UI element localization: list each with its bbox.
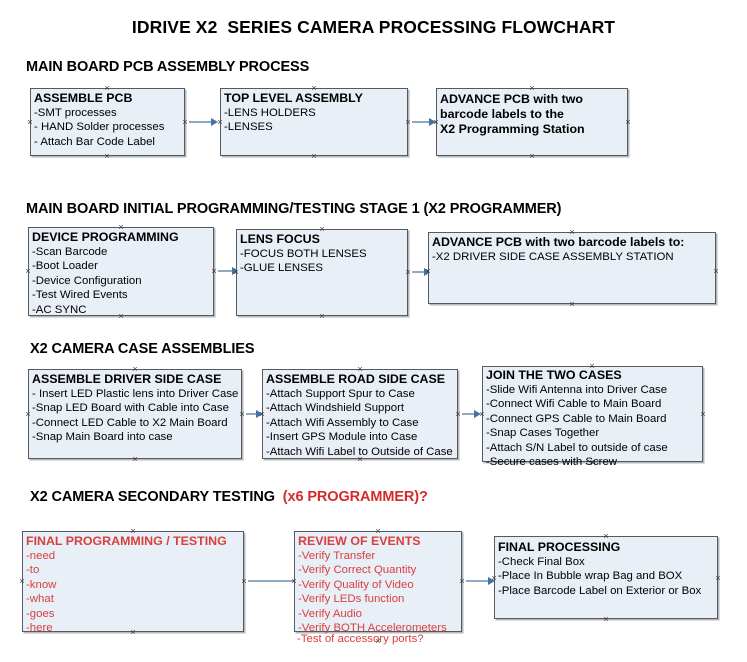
flow-box-final-programming-testing[interactable]: FINAL PROGRAMMING / TESTING -need -to -k… (22, 531, 244, 635)
connector-arrowhead (424, 267, 431, 276)
flow-box-title: FINAL PROCESSING (498, 540, 621, 554)
flow-box-line: -Attach Wifi Label to Outside of Case (266, 445, 453, 458)
flow-box-line: - Attach Bar Code Label (34, 135, 155, 148)
flow-box-line: -Verify Transfer (298, 550, 376, 562)
flow-box-line: -Snap LED Board with Cable into Case (32, 402, 229, 415)
flow-box-line: -know (26, 578, 57, 591)
flow-box-line: -Slide Wifi Antenna into Driver Case (486, 384, 668, 396)
flow-box-lens-focus[interactable]: LENS FOCUS -FOCUS BOTH LENSES -GLUE LENS… (236, 229, 408, 316)
flow-box-line: - Insert LED Plastic lens into Driver Ca… (32, 388, 239, 400)
section-heading-x2-camera-secondary-testing: X2 CAMERA SECONDARY TESTING (x6 PROGRAMM… (30, 489, 428, 505)
section-heading-main-board-initial-programming-testing-stage-1: MAIN BOARD INITIAL PROGRAMMING/TESTING S… (26, 201, 562, 217)
connector-arrow (412, 121, 431, 123)
flow-box-title: REVIEW OF EVENTS (298, 534, 421, 548)
flow-box-line: -Attach Wifi Assembly to Case (266, 416, 419, 429)
flow-box-line: -Place In Bubble wrap Bag and BOX (498, 570, 683, 583)
flow-box-line: -Snap Cases Together (486, 427, 600, 440)
connector-arrowhead (256, 409, 263, 418)
flow-box-line: -Verify Correct Quantity (298, 564, 417, 577)
flow-box-line: -Test Wired Events (32, 289, 128, 302)
flow-box-line: -LENSES (224, 121, 273, 134)
flow-box-title: barcode labels to the (440, 107, 564, 121)
flow-box-line: -Attach Windshield Support (266, 402, 405, 415)
flow-box-review-of-events[interactable]: REVIEW OF EVENTS -Verify Transfer -Verif… (294, 531, 462, 635)
flow-box-top-level-assembly[interactable]: TOP LEVEL ASSEMBLY -LENS HOLDERS -LENSES (220, 88, 408, 156)
connector-arrow (462, 413, 476, 415)
flow-box-line: -Scan Barcode (32, 246, 108, 258)
flow-box-title: ADVANCE PCB with two barcode labels to: (432, 235, 685, 249)
page-title: IDRIVE X2 SERIES CAMERA PROCESSING FLOWC… (131, 17, 616, 37)
flow-box-line: -goes (26, 607, 55, 620)
flow-box-final-processing[interactable]: FINAL PROCESSING -Check Final Box -Place… (494, 536, 718, 619)
flow-box-line: -Check Final Box (498, 556, 585, 568)
flow-box-line: -Snap Main Board into case (32, 431, 173, 444)
flow-box-line: -Verify Audio (298, 607, 362, 620)
connector-arrow (189, 121, 213, 123)
flow-box-line: -Verify LEDs function (298, 593, 405, 606)
flow-box-title: ASSEMBLE ROAD SIDE CASE (266, 372, 445, 386)
flow-box-title: FINAL PROGRAMMING / TESTING (26, 534, 227, 548)
flow-box-line: -what (26, 593, 54, 606)
flow-box-line: -AC SYNC (32, 303, 87, 316)
connector-arrow (412, 271, 426, 273)
section-heading-text: X2 CAMERA SECONDARY TESTING (30, 489, 283, 505)
flow-box-line: -need (26, 550, 56, 562)
flow-box-line: -Place Barcode Label on Exterior or Box (498, 584, 702, 597)
flow-box-line: -Attach S/N Label to outside of case (486, 441, 668, 454)
connector-arrow (246, 413, 258, 415)
flow-box-line: -Connect LED Cable to X2 Main Board (32, 416, 228, 429)
flow-box-advance-pcb-to-driver-side-case-assembly-station[interactable]: ADVANCE PCB with two barcode labels to: … (428, 232, 716, 304)
flow-box-join-the-two-cases[interactable]: JOIN THE TWO CASES -Slide Wifi Antenna i… (482, 366, 703, 468)
flow-box-line: -Insert GPS Module into Case (266, 431, 418, 444)
flow-box-line: -here (26, 622, 53, 635)
flow-box-title: LENS FOCUS (240, 232, 320, 246)
flow-box-assemble-driver-side-case[interactable]: ASSEMBLE DRIVER SIDE CASE - Insert LED P… (28, 369, 242, 459)
flow-box-line: -LENS HOLDERS (224, 107, 316, 119)
flow-box-title: TOP LEVEL ASSEMBLY (224, 91, 363, 105)
flow-box-line: -to (26, 564, 40, 577)
connector-arrow (466, 580, 490, 582)
section-heading-x2-camera-case-assemblies: X2 CAMERA CASE ASSEMBLIES (30, 341, 255, 357)
flow-box-line: -Connect Wifi Cable to Main Board (486, 398, 662, 411)
connector-arrowhead (474, 409, 481, 418)
flow-box-line: -Secure cases with Screw (486, 456, 618, 469)
section-heading-main-board-pcb-assembly-process: MAIN BOARD PCB ASSEMBLY PROCESS (26, 59, 310, 75)
flow-box-title: ASSEMBLE PCB (34, 91, 133, 105)
connector-arrowhead (429, 117, 436, 126)
flow-box-title: JOIN THE TWO CASES (486, 368, 622, 382)
flow-box-line: -GLUE LENSES (240, 262, 323, 275)
flow-box-title: DEVICE PROGRAMMING (32, 230, 179, 244)
flow-box-line: -Connect GPS Cable to Main Board (486, 412, 667, 425)
flow-box-title: ADVANCE PCB with two (440, 92, 583, 106)
flow-box-line: -SMT processes (34, 107, 117, 119)
flow-box-line: -Device Configuration (32, 274, 142, 287)
flow-box-title: ASSEMBLE DRIVER SIDE CASE (32, 372, 222, 386)
flow-box-line: -Boot Loader (32, 260, 98, 273)
flow-box-assemble-road-side-case[interactable]: ASSEMBLE ROAD SIDE CASE -Attach Support … (262, 369, 458, 459)
flow-box-line: -X2 DRIVER SIDE CASE ASSEMBLY STATION (432, 251, 674, 263)
flow-box-title: X2 Programming Station (440, 122, 585, 136)
connector-arrowhead (488, 576, 495, 585)
flow-box-line: -Verify BOTH Accelerometers (298, 622, 447, 635)
flow-box-assemble-pcb[interactable]: ASSEMBLE PCB -SMT processes - HAND Solde… (30, 88, 185, 156)
connector-arrowhead (232, 266, 239, 275)
flow-box-line: -FOCUS BOTH LENSES (240, 248, 367, 260)
connector-arrow (218, 270, 234, 272)
connector-arrow (248, 580, 294, 582)
flow-box-advance-pcb-to-x2-programming-station[interactable]: ADVANCE PCB with two barcode labels to t… (436, 88, 628, 156)
section-heading-accent: (x6 PROGRAMMER)? (282, 489, 428, 505)
flow-box-device-programming[interactable]: DEVICE PROGRAMMING -Scan Barcode -Boot L… (28, 227, 214, 316)
flow-box-line: -Attach Support Spur to Case (266, 388, 415, 400)
flow-box-overflow-line: -Test of accessory ports? (297, 633, 424, 645)
flow-box-line: -Verify Quality of Video (298, 578, 414, 591)
connector-arrowhead (211, 117, 218, 126)
flow-box-line: - HAND Solder processes (34, 121, 165, 134)
